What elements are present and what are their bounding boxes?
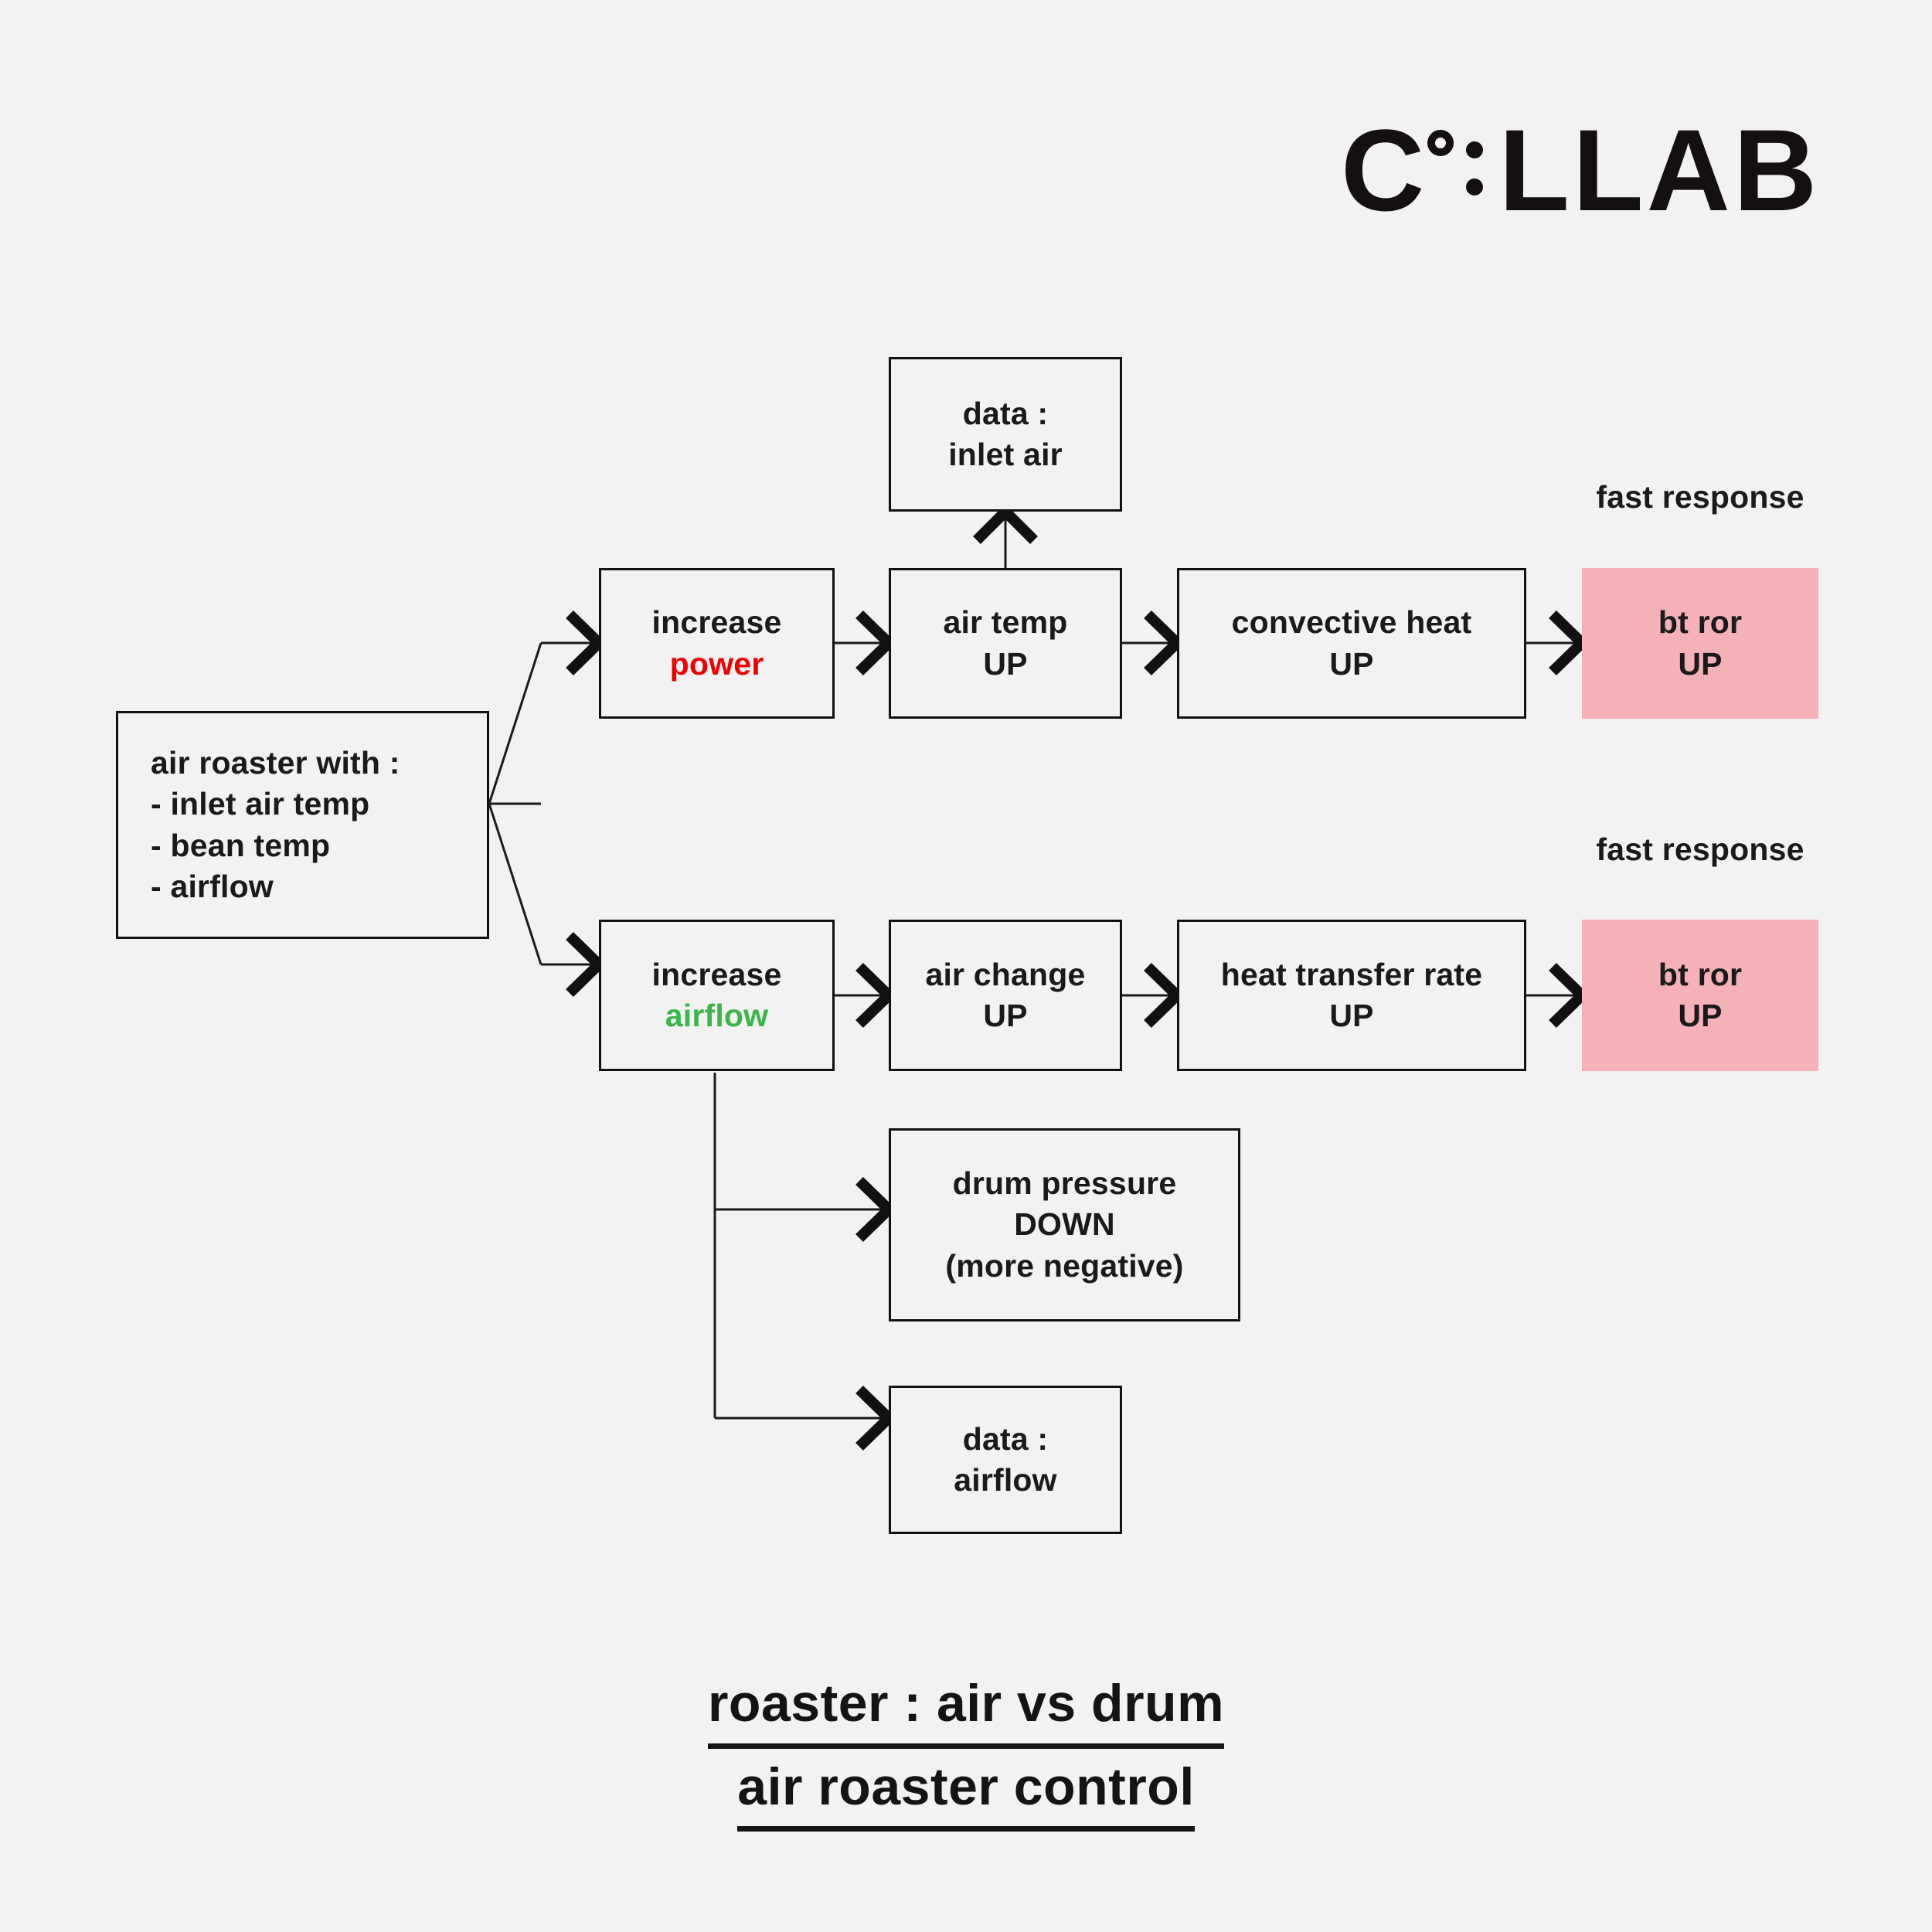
node-increase-airflow[interactable]: increase airflow bbox=[599, 920, 835, 1071]
fast-response-top-line-2: response bbox=[1662, 479, 1804, 515]
label-fast-response-top: fast response bbox=[1582, 477, 1818, 518]
logo-letter-c: C bbox=[1341, 105, 1424, 235]
node-air-roaster-source[interactable]: air roaster with : - inlet air temp - be… bbox=[116, 711, 489, 939]
label-fast-response-bottom: fast response bbox=[1582, 829, 1818, 870]
bt-ror-up-top-line-2: UP bbox=[1678, 645, 1723, 682]
node-air-temp-up[interactable]: air temp UP bbox=[889, 568, 1122, 719]
degree-circle-icon bbox=[1427, 130, 1454, 156]
fast-response-bottom-line-1: fast bbox=[1596, 832, 1654, 867]
increase-airflow-line-1: increase bbox=[651, 956, 782, 992]
node-heat-transfer-rate-up[interactable]: heat transfer rate UP bbox=[1177, 920, 1526, 1071]
fast-response-bottom-line-2: response bbox=[1662, 832, 1804, 867]
air-change-up-line-1: air change bbox=[925, 956, 1086, 992]
node-bt-ror-up-bottom[interactable]: bt ror UP bbox=[1582, 920, 1818, 1071]
drum-pressure-line-3: (more negative) bbox=[945, 1247, 1184, 1284]
source-line-3: - bean temp bbox=[151, 827, 331, 863]
air-temp-up-line-2: UP bbox=[983, 645, 1028, 682]
node-drum-pressure-down[interactable]: drum pressure DOWN (more negative) bbox=[889, 1128, 1240, 1321]
data-inlet-air-line-2: inlet air bbox=[948, 437, 1063, 472]
node-data-inlet-air[interactable]: data : inlet air bbox=[889, 357, 1122, 512]
source-line-4: - airflow bbox=[151, 868, 274, 904]
increase-power-line-2: power bbox=[669, 645, 764, 682]
convective-heat-up-line-2: UP bbox=[1329, 645, 1374, 682]
diagram-caption: roaster : air vs drum air roaster contro… bbox=[0, 1665, 1932, 1832]
increase-airflow-line-2: airflow bbox=[665, 998, 769, 1033]
bt-ror-up-bottom-line-1: bt ror bbox=[1658, 956, 1743, 992]
node-increase-power[interactable]: increase power bbox=[599, 568, 835, 719]
data-inlet-air-line-1: data : bbox=[962, 395, 1049, 431]
caption-line-2: air roaster control bbox=[737, 1749, 1195, 1832]
node-air-change-up[interactable]: air change UP bbox=[889, 920, 1122, 1071]
drum-pressure-line-2: DOWN bbox=[1014, 1206, 1115, 1243]
collab-logo: C LLAB bbox=[1341, 112, 1820, 228]
air-change-up-line-2: UP bbox=[983, 998, 1028, 1033]
caption-line-1: roaster : air vs drum bbox=[707, 1665, 1225, 1749]
source-line-1: air roaster with : bbox=[151, 744, 400, 781]
increase-power-line-1: increase bbox=[651, 604, 782, 641]
node-bt-ror-up-top[interactable]: bt ror UP bbox=[1582, 568, 1818, 719]
heat-transfer-rate-up-line-1: heat transfer rate bbox=[1220, 956, 1483, 992]
fast-response-top-line-1: fast bbox=[1596, 479, 1654, 515]
bt-ror-up-top-line-1: bt ror bbox=[1658, 604, 1743, 641]
drum-pressure-line-1: drum pressure bbox=[952, 1165, 1177, 1202]
bt-ror-up-bottom-line-2: UP bbox=[1678, 998, 1723, 1033]
node-convective-heat-up[interactable]: convective heat UP bbox=[1177, 568, 1526, 719]
air-temp-up-line-1: air temp bbox=[943, 604, 1068, 641]
data-airflow-line-1: data : bbox=[962, 1420, 1049, 1457]
data-airflow-line-2: airflow bbox=[954, 1462, 1057, 1498]
source-line-2: - inlet air temp bbox=[151, 786, 370, 822]
logo-text-llab: LLAB bbox=[1498, 105, 1821, 235]
node-data-airflow[interactable]: data : airflow bbox=[889, 1386, 1122, 1534]
heat-transfer-rate-up-line-2: UP bbox=[1329, 998, 1374, 1033]
colon-icon bbox=[1466, 141, 1484, 196]
convective-heat-up-line-1: convective heat bbox=[1231, 604, 1472, 641]
